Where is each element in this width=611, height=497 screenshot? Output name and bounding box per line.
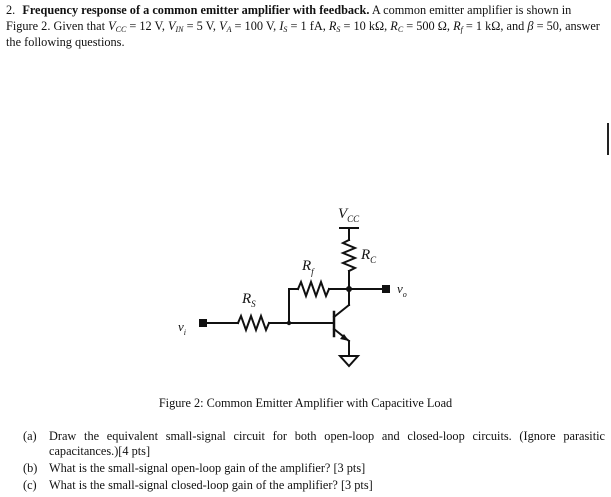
rc-resistor xyxy=(340,238,358,273)
question-text: What is the small-signal closed-loop gai… xyxy=(49,478,373,492)
is-value: = 1 fA, xyxy=(290,19,326,33)
question-text: Draw the equivalent small-signal circuit… xyxy=(49,429,605,458)
emitter-arrow xyxy=(340,334,349,341)
vi-terminal xyxy=(199,319,207,327)
problem-number: 2. xyxy=(6,3,16,17)
question-b: (b) What is the small-signal open-loop g… xyxy=(23,461,605,476)
figure-caption: Figure 2: Common Emitter Amplifier with … xyxy=(158,396,453,410)
question-a: (a) Draw the equivalent small-signal cir… xyxy=(23,429,605,459)
beta-value: = 50, answer the following questions. xyxy=(6,19,600,49)
rs-resistor xyxy=(236,313,271,333)
vo-label: vo xyxy=(397,281,407,299)
rf-resistor xyxy=(296,279,331,299)
question-text: What is the small-signal open-loop gain … xyxy=(49,461,366,475)
va-value: = 100 V, xyxy=(234,19,277,33)
vo-terminal xyxy=(382,285,390,293)
vi-label: vi xyxy=(178,319,186,337)
rs-label: RS xyxy=(241,291,256,309)
rc-label: RC xyxy=(360,247,377,265)
rc-value: = 500 Ω, xyxy=(406,19,450,33)
question-label: (a) xyxy=(23,429,37,443)
problem-title: Frequency response of a common emitter a… xyxy=(22,3,370,17)
rf-label: Rf xyxy=(301,258,315,277)
question-label: (b) xyxy=(23,461,38,475)
margin-bar xyxy=(607,123,609,155)
vin-value: = 5 V, xyxy=(186,19,216,33)
output-node xyxy=(346,286,352,292)
question-label: (c) xyxy=(23,478,37,492)
vcc-label: VCC xyxy=(338,206,360,224)
vcc-value: = 12 V, xyxy=(129,19,165,33)
rs-value: = 10 kΩ, xyxy=(343,19,388,33)
base-node xyxy=(286,320,292,326)
problem-intro: A common emitter amplifier is shown in F… xyxy=(6,3,572,33)
bjt-collector xyxy=(332,303,351,319)
problem-statement: 2. Frequency response of a common emitte… xyxy=(6,3,600,49)
ground-symbol xyxy=(337,355,361,368)
question-c: (c) What is the small-signal closed-loop… xyxy=(23,478,605,493)
rf-value: = 1 kΩ, and xyxy=(465,19,525,33)
